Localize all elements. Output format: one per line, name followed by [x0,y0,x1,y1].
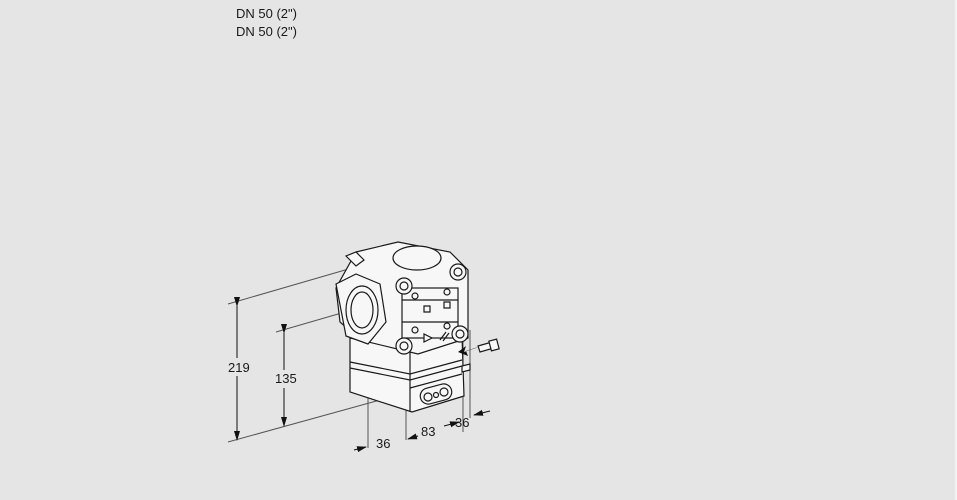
size-label-1: DN 50 (2") [236,6,297,21]
dimension-219: 219 [226,297,250,441]
dimension-135-label: 135 [275,371,297,386]
size-label-2: DN 50 (2") [236,24,297,39]
extension-lines [227,267,471,448]
dimension-36-right: 36 [455,409,491,430]
dimension-219-label: 219 [228,360,250,375]
pressure-fitting [477,338,500,353]
dimension-36-left-label: 36 [376,436,390,451]
valve-body [335,241,469,355]
flow-arrow-icon [458,346,478,356]
dimension-83-label: 83 [421,424,435,439]
dimension-135: 135 [273,324,297,427]
dimension-36-left: 36 [353,436,390,453]
size-labels: DN 50 (2") DN 50 (2") [236,5,297,41]
right-border [955,0,957,500]
dimension-36-right-label: 36 [455,415,469,430]
dimension-83: 83 [407,421,460,440]
